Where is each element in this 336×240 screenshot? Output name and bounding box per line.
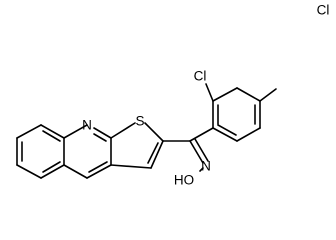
ring-nitrogen-label: N	[82, 118, 92, 133]
chlorine-ortho-label: Cl	[194, 69, 207, 84]
chlorine-para-label: Cl	[317, 3, 330, 18]
bond-lines	[16, 83, 277, 179]
sulfur-label: S	[135, 114, 144, 129]
chemical-structure: Cl Cl N S N HO	[16, 3, 330, 188]
hydroxyl-label: HO	[174, 173, 194, 188]
oxime-nitrogen-label: N	[201, 159, 211, 174]
